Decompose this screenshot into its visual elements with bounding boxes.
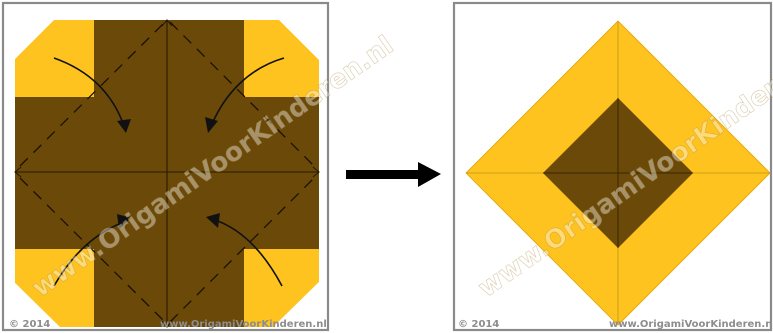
step-arrow-shaft: [346, 170, 422, 179]
right-site-caption: www.OrigamiVoorKinderen.nl: [609, 319, 773, 330]
left-step-panel: www.OrigamiVoorKinderen.nl © 2014 www.Or…: [3, 3, 399, 330]
next-step-arrow: [346, 162, 441, 187]
right-copyright: © 2014: [458, 319, 499, 330]
left-site-caption: www.OrigamiVoorKinderen.nl: [160, 319, 327, 330]
left-copyright: © 2014: [9, 319, 50, 330]
step-arrow-head: [418, 162, 441, 187]
right-result-panel: www.OrigamiVoorKinderen.nl © 2014 www.Or…: [454, 3, 773, 330]
